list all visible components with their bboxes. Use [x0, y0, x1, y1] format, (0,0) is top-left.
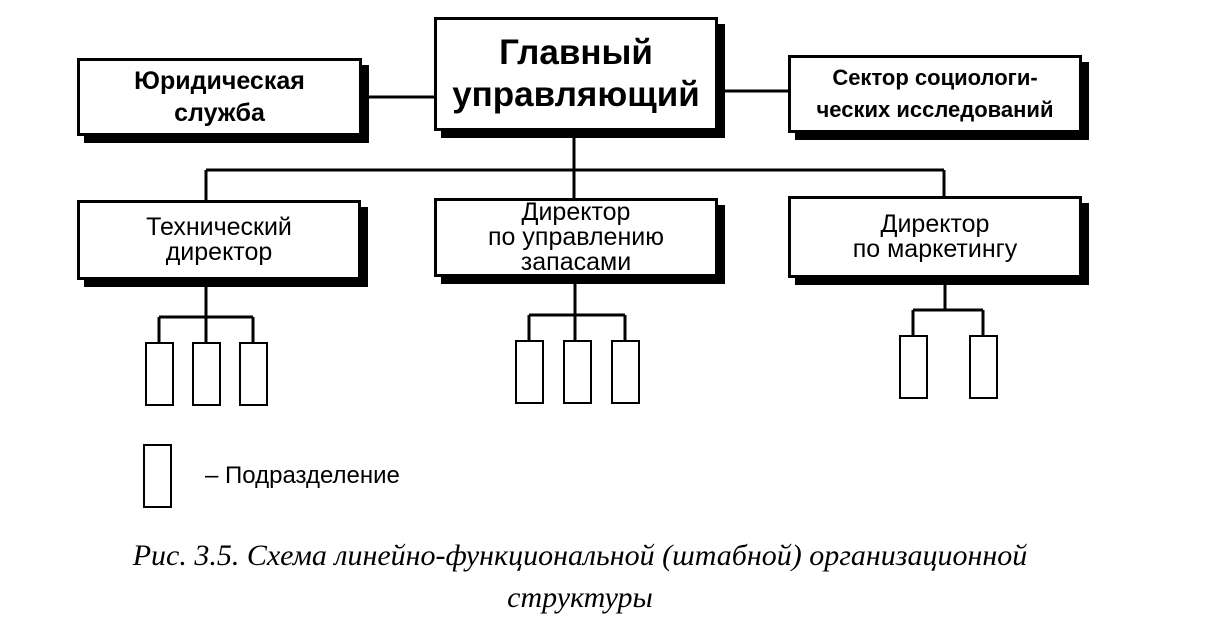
sociology-sector-label: Сектор социологи- ческих исследований — [816, 65, 1054, 122]
legal-service-label: Юридическая служба — [134, 67, 305, 127]
general-manager-box: Главный управляющий — [434, 17, 718, 131]
technical-director-box: Технический директор — [77, 200, 361, 280]
legal-service-box: Юридическая служба — [77, 58, 362, 136]
subdivision-box — [192, 342, 221, 406]
subdivision-box — [969, 335, 998, 399]
marketing-director-label: Директор по маркетингу — [852, 210, 1018, 263]
general-manager-label: Главный управляющий — [452, 33, 700, 114]
marketing-director-box: Директор по маркетингу — [788, 196, 1082, 278]
subdivision-box — [611, 340, 640, 404]
subdivision-box — [239, 342, 268, 406]
legend-subdivision-box — [143, 444, 172, 508]
inventory-director-label: Директор по управлению запасами — [488, 198, 664, 276]
subdivision-box — [515, 340, 544, 404]
subdivision-box — [145, 342, 174, 406]
technical-director-label: Технический директор — [146, 213, 292, 266]
sociology-sector-box: Сектор социологи- ческих исследований — [788, 55, 1082, 133]
subdivision-box — [899, 335, 928, 399]
figure-caption-line-1: Рис. 3.5. Схема линейно-функциональной (… — [132, 539, 1028, 572]
subdivision-box — [563, 340, 592, 404]
inventory-director-box: Директор по управлению запасами — [434, 198, 718, 277]
legend-label: – Подразделение — [205, 462, 400, 489]
figure-caption-line-2: структуры — [507, 581, 653, 614]
